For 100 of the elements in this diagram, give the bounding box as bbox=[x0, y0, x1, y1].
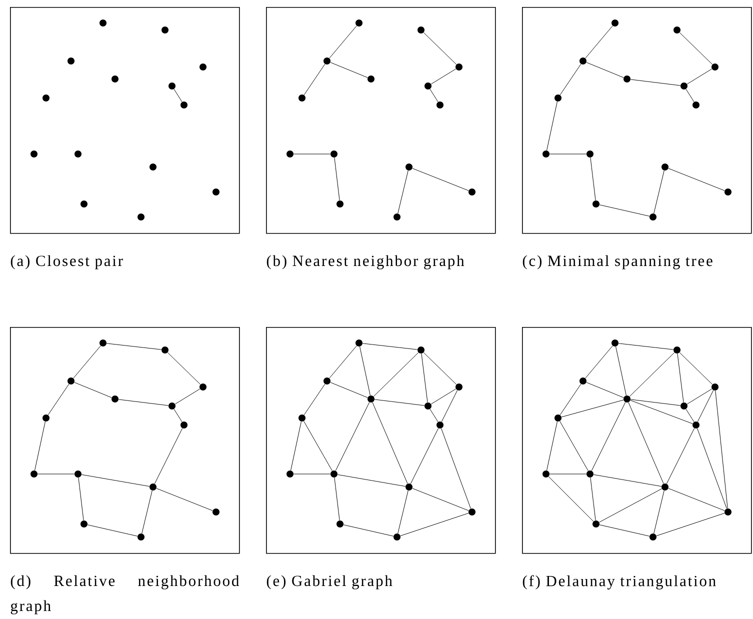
point bbox=[468, 508, 476, 516]
graph-edge bbox=[290, 421, 302, 471]
point bbox=[456, 384, 462, 390]
point bbox=[42, 94, 50, 102]
graph-edge bbox=[362, 343, 418, 350]
point bbox=[712, 64, 718, 70]
graph-edge bbox=[337, 474, 406, 487]
graph-edge bbox=[430, 68, 456, 84]
point bbox=[200, 384, 206, 390]
graph-edge bbox=[329, 346, 357, 378]
point bbox=[662, 484, 668, 490]
graph-edge bbox=[373, 352, 419, 397]
point bbox=[298, 94, 306, 102]
graph-edge bbox=[360, 346, 370, 396]
graph-edge bbox=[686, 388, 712, 404]
point bbox=[298, 414, 306, 422]
graph-edge bbox=[561, 400, 624, 418]
point bbox=[580, 378, 586, 384]
point bbox=[612, 20, 618, 26]
graph-edge bbox=[142, 490, 152, 534]
graph-edge bbox=[599, 204, 650, 216]
graph-edge bbox=[304, 384, 326, 416]
graph-edge bbox=[48, 384, 70, 416]
point bbox=[418, 346, 424, 354]
graph-edge bbox=[686, 88, 694, 102]
graph-edge bbox=[400, 512, 469, 536]
panel-title: (e) Gabriel graph bbox=[266, 575, 392, 590]
graph-edge bbox=[174, 388, 200, 404]
point bbox=[692, 102, 700, 108]
point bbox=[42, 414, 50, 422]
graph-edge bbox=[686, 408, 694, 422]
point bbox=[168, 82, 176, 90]
point bbox=[356, 340, 362, 346]
graph-edge bbox=[686, 68, 712, 84]
graph-edge bbox=[330, 62, 368, 78]
point bbox=[74, 150, 82, 158]
graph-edge bbox=[78, 477, 84, 521]
point bbox=[80, 200, 88, 208]
point bbox=[418, 26, 424, 34]
graph-edge bbox=[174, 408, 182, 422]
graph-edge bbox=[630, 79, 681, 86]
graph-edge bbox=[546, 421, 558, 471]
point bbox=[212, 188, 220, 196]
graph-edge bbox=[654, 170, 664, 214]
graph-edge bbox=[668, 168, 725, 191]
point bbox=[406, 164, 412, 170]
graph-edge bbox=[590, 157, 596, 201]
graph-edge bbox=[715, 390, 728, 509]
graph-edge bbox=[423, 32, 457, 65]
point bbox=[150, 484, 156, 490]
graph-edge bbox=[398, 170, 408, 214]
point bbox=[162, 26, 168, 34]
point bbox=[624, 396, 630, 402]
point bbox=[368, 76, 374, 82]
graph-edge bbox=[677, 353, 684, 403]
graph-edge bbox=[74, 382, 112, 398]
graph-edge bbox=[374, 399, 425, 406]
point bbox=[286, 150, 294, 158]
graph-edge bbox=[167, 352, 201, 385]
point bbox=[150, 164, 156, 170]
point bbox=[200, 64, 206, 70]
graph-edge bbox=[87, 524, 138, 536]
point bbox=[624, 76, 630, 82]
graph-edge bbox=[81, 474, 150, 487]
point bbox=[74, 470, 82, 478]
graph-edge bbox=[585, 346, 613, 378]
point bbox=[394, 214, 400, 220]
graph-edge bbox=[616, 346, 626, 396]
point bbox=[662, 164, 668, 170]
point bbox=[80, 520, 88, 528]
point bbox=[456, 64, 462, 70]
graph-edge bbox=[560, 384, 582, 416]
point bbox=[180, 422, 188, 428]
point bbox=[180, 102, 188, 108]
graph-edge bbox=[618, 343, 674, 350]
graph-edge bbox=[106, 343, 162, 350]
point bbox=[554, 94, 562, 102]
graph-edge bbox=[304, 64, 326, 96]
point bbox=[162, 346, 168, 354]
graph-edge bbox=[585, 26, 613, 58]
graph-edge bbox=[441, 390, 458, 422]
point bbox=[336, 200, 344, 208]
graph-edge bbox=[73, 346, 101, 378]
graph-edge bbox=[410, 428, 439, 484]
graph-edge bbox=[591, 402, 626, 471]
graph-edge bbox=[34, 421, 46, 471]
graph-edge bbox=[586, 382, 624, 398]
graph-edge bbox=[330, 382, 368, 398]
point bbox=[436, 422, 444, 428]
graph-edge bbox=[441, 428, 471, 509]
point bbox=[436, 102, 444, 108]
point bbox=[468, 188, 476, 196]
graph-edge bbox=[423, 352, 457, 385]
point bbox=[674, 26, 680, 34]
graph-edge bbox=[334, 477, 340, 521]
graph-edge bbox=[656, 512, 725, 536]
point bbox=[586, 150, 594, 158]
point bbox=[336, 520, 344, 528]
graph-edge bbox=[343, 524, 394, 536]
graph-edge bbox=[599, 488, 662, 522]
